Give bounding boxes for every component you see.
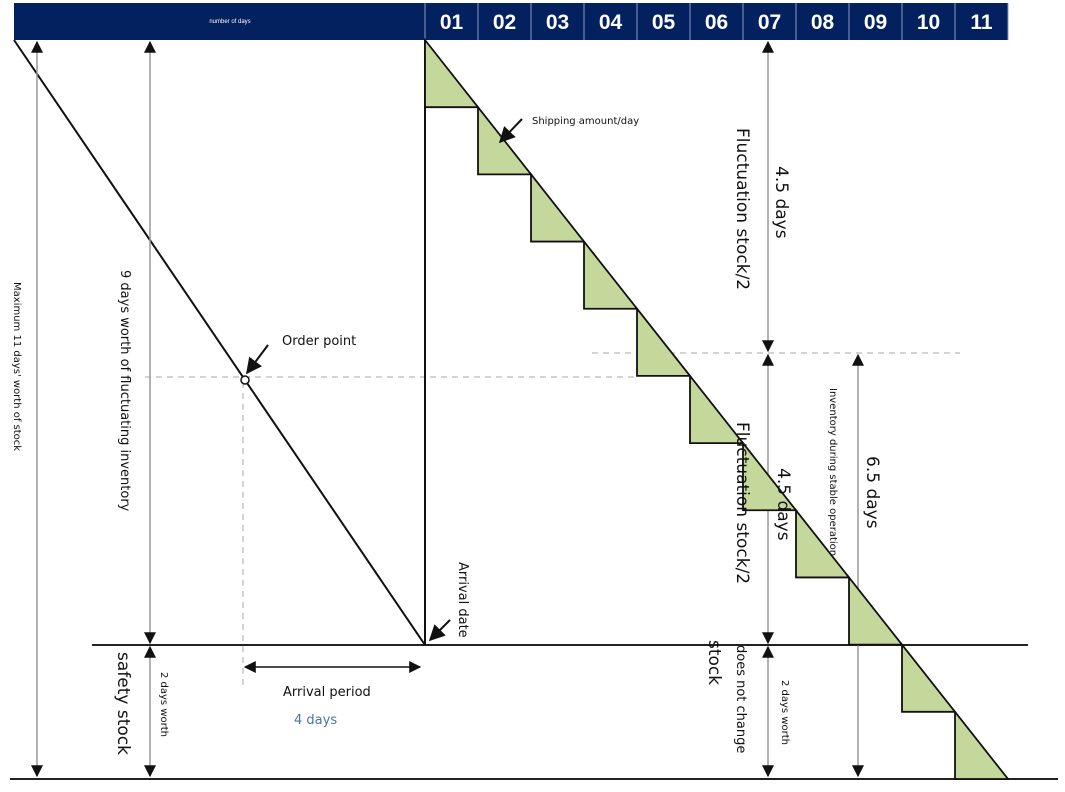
max-stock-label: Maximum 11 days' worth of stock <box>11 282 22 451</box>
daily-shipment-step <box>795 507 851 579</box>
day-label-08: 08 <box>811 11 835 34</box>
day-label-02: 02 <box>493 11 516 34</box>
arrival-period-label: Arrival period <box>283 685 371 700</box>
safety-days-label: 2 days worth <box>158 672 169 737</box>
day-label-01: 01 <box>440 11 464 34</box>
safety-stock-label: safety stock <box>113 652 133 755</box>
shipping-staircase <box>424 37 1010 780</box>
order-point-label: Order point <box>282 334 356 349</box>
daily-shipment-step <box>901 642 957 713</box>
fluctuation-lower-days: 4.5 days <box>773 468 793 541</box>
day-label-03: 03 <box>546 11 569 34</box>
daily-shipment-step <box>848 574 904 646</box>
day-label-05: 05 <box>652 11 676 34</box>
daily-shipment-step <box>954 709 1010 780</box>
arrival-period-days: 4 days <box>294 713 337 728</box>
fluctuating-inventory-label: 9 days worth of fluctuating inventory <box>117 270 132 512</box>
daily-shipment-step <box>583 238 639 310</box>
stable-inventory-label: Inventory during stable operation <box>827 388 838 556</box>
daily-shipment-step <box>742 440 798 512</box>
day-label-04: 04 <box>599 11 623 34</box>
day-label-11: 11 <box>970 11 993 34</box>
fluctuation-lower-label: Fluctuation stock/2 <box>732 422 752 584</box>
stock-unchanged-label-1: stock <box>704 640 724 685</box>
stable-days-label: 6.5 days <box>862 456 882 529</box>
daily-shipment-step <box>689 373 745 444</box>
header-title: number of days <box>209 19 250 25</box>
shipping-pointer-icon <box>498 118 523 144</box>
day-label-07: 07 <box>758 11 781 34</box>
daily-shipment-step <box>477 104 533 176</box>
arrival-date-pointer-icon <box>428 619 451 642</box>
day-label-09: 09 <box>864 11 887 34</box>
fluctuation-upper-label: Fluctuation stock/2 <box>732 128 752 290</box>
daily-shipment-step <box>424 37 480 109</box>
fluctuation-upper-days: 4.5 days <box>771 166 791 239</box>
shipping-amount-label: Shipping amount/day <box>532 116 639 127</box>
right-safety-days-label: 2 days worth <box>779 680 790 745</box>
daily-shipment-step <box>636 306 692 377</box>
day-cells: 01 02 03 04 05 06 07 08 09 10 11 <box>424 3 1009 40</box>
arrival-date-label: Arrival date <box>455 562 470 638</box>
stock-unchanged-label-2: does not change <box>733 645 748 753</box>
header-bar: number of days 01 02 03 04 05 06 07 08 09 10 11 <box>14 3 1009 40</box>
order-point-marker <box>240 375 250 385</box>
order-point-pointer-icon <box>246 344 269 375</box>
consumption-line <box>13 39 426 646</box>
day-label-06: 06 <box>705 11 728 34</box>
header-background <box>14 3 1008 40</box>
daily-shipment-step <box>530 171 586 243</box>
day-label-10: 10 <box>917 11 940 34</box>
